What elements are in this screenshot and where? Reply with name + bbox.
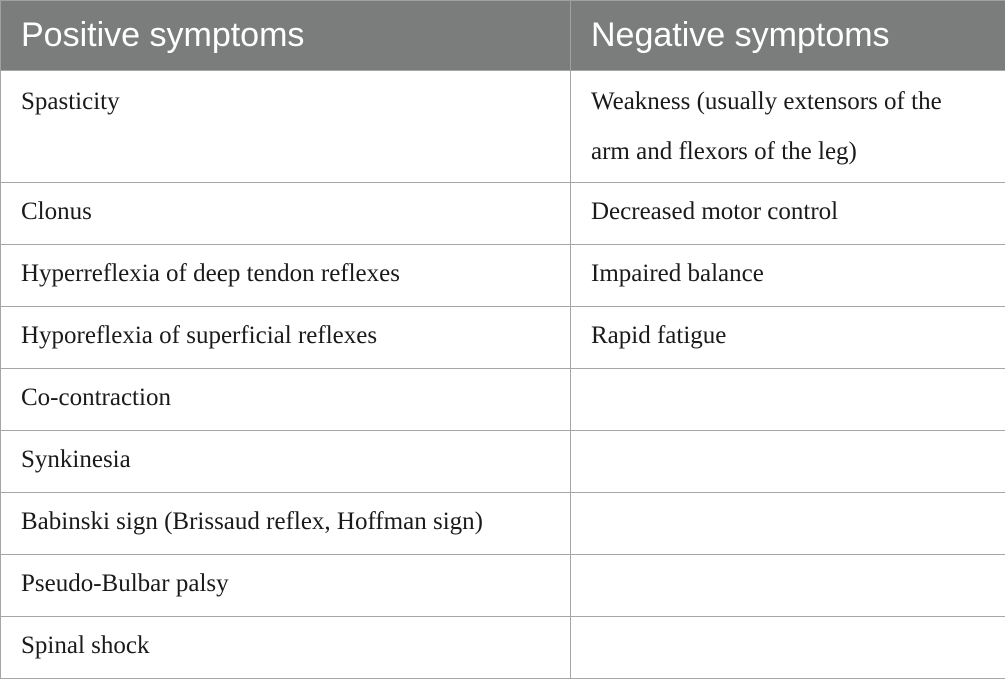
table-row: Clonus Decreased motor control: [0, 182, 1005, 245]
cell-negative: [570, 554, 1005, 617]
cell-positive: Hyporeflexia of superficial reflexes: [0, 306, 571, 369]
table-body: Spasticity Weakness (usually extensors o…: [0, 70, 1005, 679]
cell-negative: Impaired balance: [570, 244, 1005, 307]
cell-positive: Babinski sign (Brissaud reflex, Hoffman …: [0, 492, 571, 555]
cell-positive: Co-contraction: [0, 368, 571, 431]
cell-negative: [570, 368, 1005, 431]
cell-negative: [570, 616, 1005, 679]
cell-positive: Clonus: [0, 182, 571, 245]
table-row: Pseudo-Bulbar palsy: [0, 554, 1005, 617]
cell-negative: Rapid fatigue: [570, 306, 1005, 369]
table-row: Hyporeflexia of superficial reflexes Rap…: [0, 306, 1005, 369]
symptoms-table: Positive symptoms Negative symptoms Spas…: [0, 0, 1005, 679]
cell-negative: [570, 492, 1005, 555]
header-positive-symptoms: Positive symptoms: [0, 0, 571, 71]
cell-positive: Synkinesia: [0, 430, 571, 493]
cell-negative: [570, 430, 1005, 493]
symptoms-table-container: Positive symptoms Negative symptoms Spas…: [0, 0, 1005, 679]
cell-negative: Decreased motor control: [570, 182, 1005, 245]
table-row: Spasticity Weakness (usually extensors o…: [0, 70, 1005, 183]
cell-positive: Hyperreflexia of deep tendon reflexes: [0, 244, 571, 307]
table-row: Spinal shock: [0, 616, 1005, 679]
header-row: Positive symptoms Negative symptoms: [0, 0, 1005, 71]
cell-positive: Spasticity: [0, 70, 571, 183]
cell-positive: Spinal shock: [0, 616, 571, 679]
table-row: Hyperreflexia of deep tendon reflexes Im…: [0, 244, 1005, 307]
table-row: Babinski sign (Brissaud reflex, Hoffman …: [0, 492, 1005, 555]
table-row: Co-contraction: [0, 368, 1005, 431]
cell-positive: Pseudo-Bulbar palsy: [0, 554, 571, 617]
table-row: Synkinesia: [0, 430, 1005, 493]
header-negative-symptoms: Negative symptoms: [570, 0, 1005, 71]
table-header: Positive symptoms Negative symptoms: [0, 0, 1005, 71]
cell-negative: Weakness (usually extensors of the arm a…: [570, 70, 1005, 183]
